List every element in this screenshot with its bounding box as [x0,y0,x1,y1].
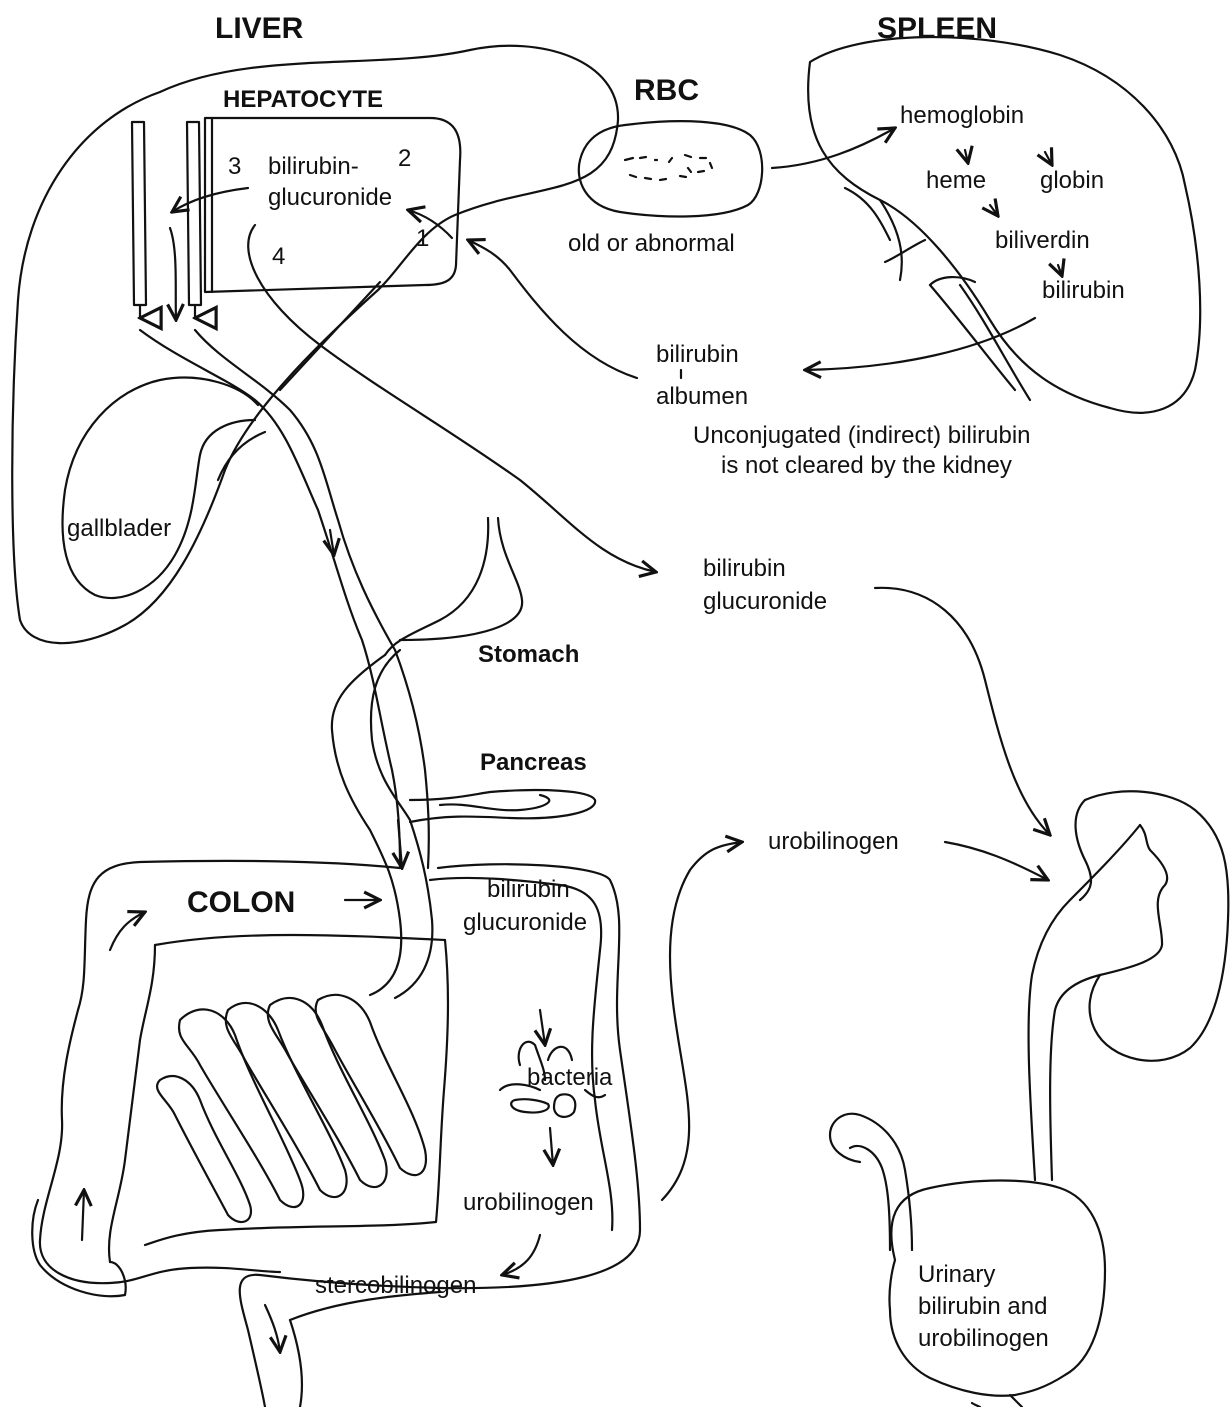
bladder-organ [828,1112,1107,1407]
blood-glucuronide-label: glucuronide [703,588,827,615]
blood-bilirubin-label: bilirubin [703,555,786,582]
hepatocyte-cell [203,116,462,294]
unconjugated-note-line1: Unconjugated (indirect) bilirubin [693,422,1031,449]
gut-arrow-1 [540,1008,545,1045]
spleen-title: SPLEEN [877,12,997,45]
globin-label: globin [1040,167,1104,194]
stomach-organ [383,516,524,657]
conjugated-to-blood-arrow [247,223,656,572]
secretion-arrow [172,186,250,212]
spleen-arrow-3 [990,205,998,216]
hepatocyte-bilirubin-label: bilirubin- [268,153,359,180]
step-1-label: 1 [416,225,429,252]
step-4-label: 4 [272,243,285,270]
pancreas-label: Pancreas [480,749,587,776]
bacteria-label: bacteria [527,1064,613,1091]
kidney-organ [1027,790,1230,1182]
spleen-organ [807,35,1202,414]
gut-arrow-2 [550,1126,553,1165]
rbc-cell [577,120,764,218]
blood-urobilinogen-label: urobilinogen [768,828,899,855]
pancreas-organ [408,789,597,824]
small-intestine [156,993,428,1224]
bile-canaliculi [130,120,201,320]
liver-title: LIVER [215,12,304,45]
hemoglobin-label: hemoglobin [900,102,1024,129]
spleen-to-blood-arrow [805,316,1037,370]
rbc-to-spleen-arrow [770,128,895,170]
spleen-arrow-4 [1058,265,1062,276]
gut-urobilinogen-label: urobilinogen [463,1189,594,1216]
duodenum [330,648,434,1000]
bilirubin-to-kidney-arrow [873,586,1050,835]
hepatocyte-glucuronide-label: glucuronide [268,184,392,211]
step-2-label: 2 [398,145,411,172]
urinary-line1: Urinary [918,1261,995,1288]
unconjugated-note-line2: is not cleared by the kidney [721,452,1012,479]
stomach-label: Stomach [478,641,579,668]
urinary-line3: urobilinogen [918,1325,1049,1352]
stercobilinogen-label: stercobilinogen [315,1272,476,1299]
gut-bilirubin-label: bilirubin [487,876,570,903]
gallbladder-organ [61,376,267,600]
biliverdin-label: biliverdin [995,227,1090,254]
gut-arrow-3 [502,1233,542,1275]
liver-organ [11,44,620,645]
rbc-description: old or abnormal [568,230,735,257]
urinary-line2: bilirubin and [918,1293,1047,1320]
gallbladder-label: gallblader [67,515,171,542]
spleen-arrow-2 [1045,152,1052,165]
spleen-bilirubin-label: bilirubin [1042,277,1125,304]
colon-title: COLON [187,886,295,919]
spleen-arrow-1 [965,150,968,163]
complex-albumen-label: albumen [656,383,748,410]
step-3-label: 3 [228,153,241,180]
complex-bilirubin-label: bilirubin [656,341,739,368]
heme-label: heme [926,167,986,194]
albumen-to-liver-arrow [468,240,639,380]
hepatocyte-title: HEPATOCYTE [223,86,383,113]
rbc-title: RBC [634,74,699,107]
colon-organ [31,859,642,1407]
reabsorption-arrow [660,842,742,1202]
urobilinogen-to-kidney-arrow [943,840,1048,880]
gut-glucuronide-label: glucuronide [463,909,587,936]
uptake-arrow [408,210,454,240]
